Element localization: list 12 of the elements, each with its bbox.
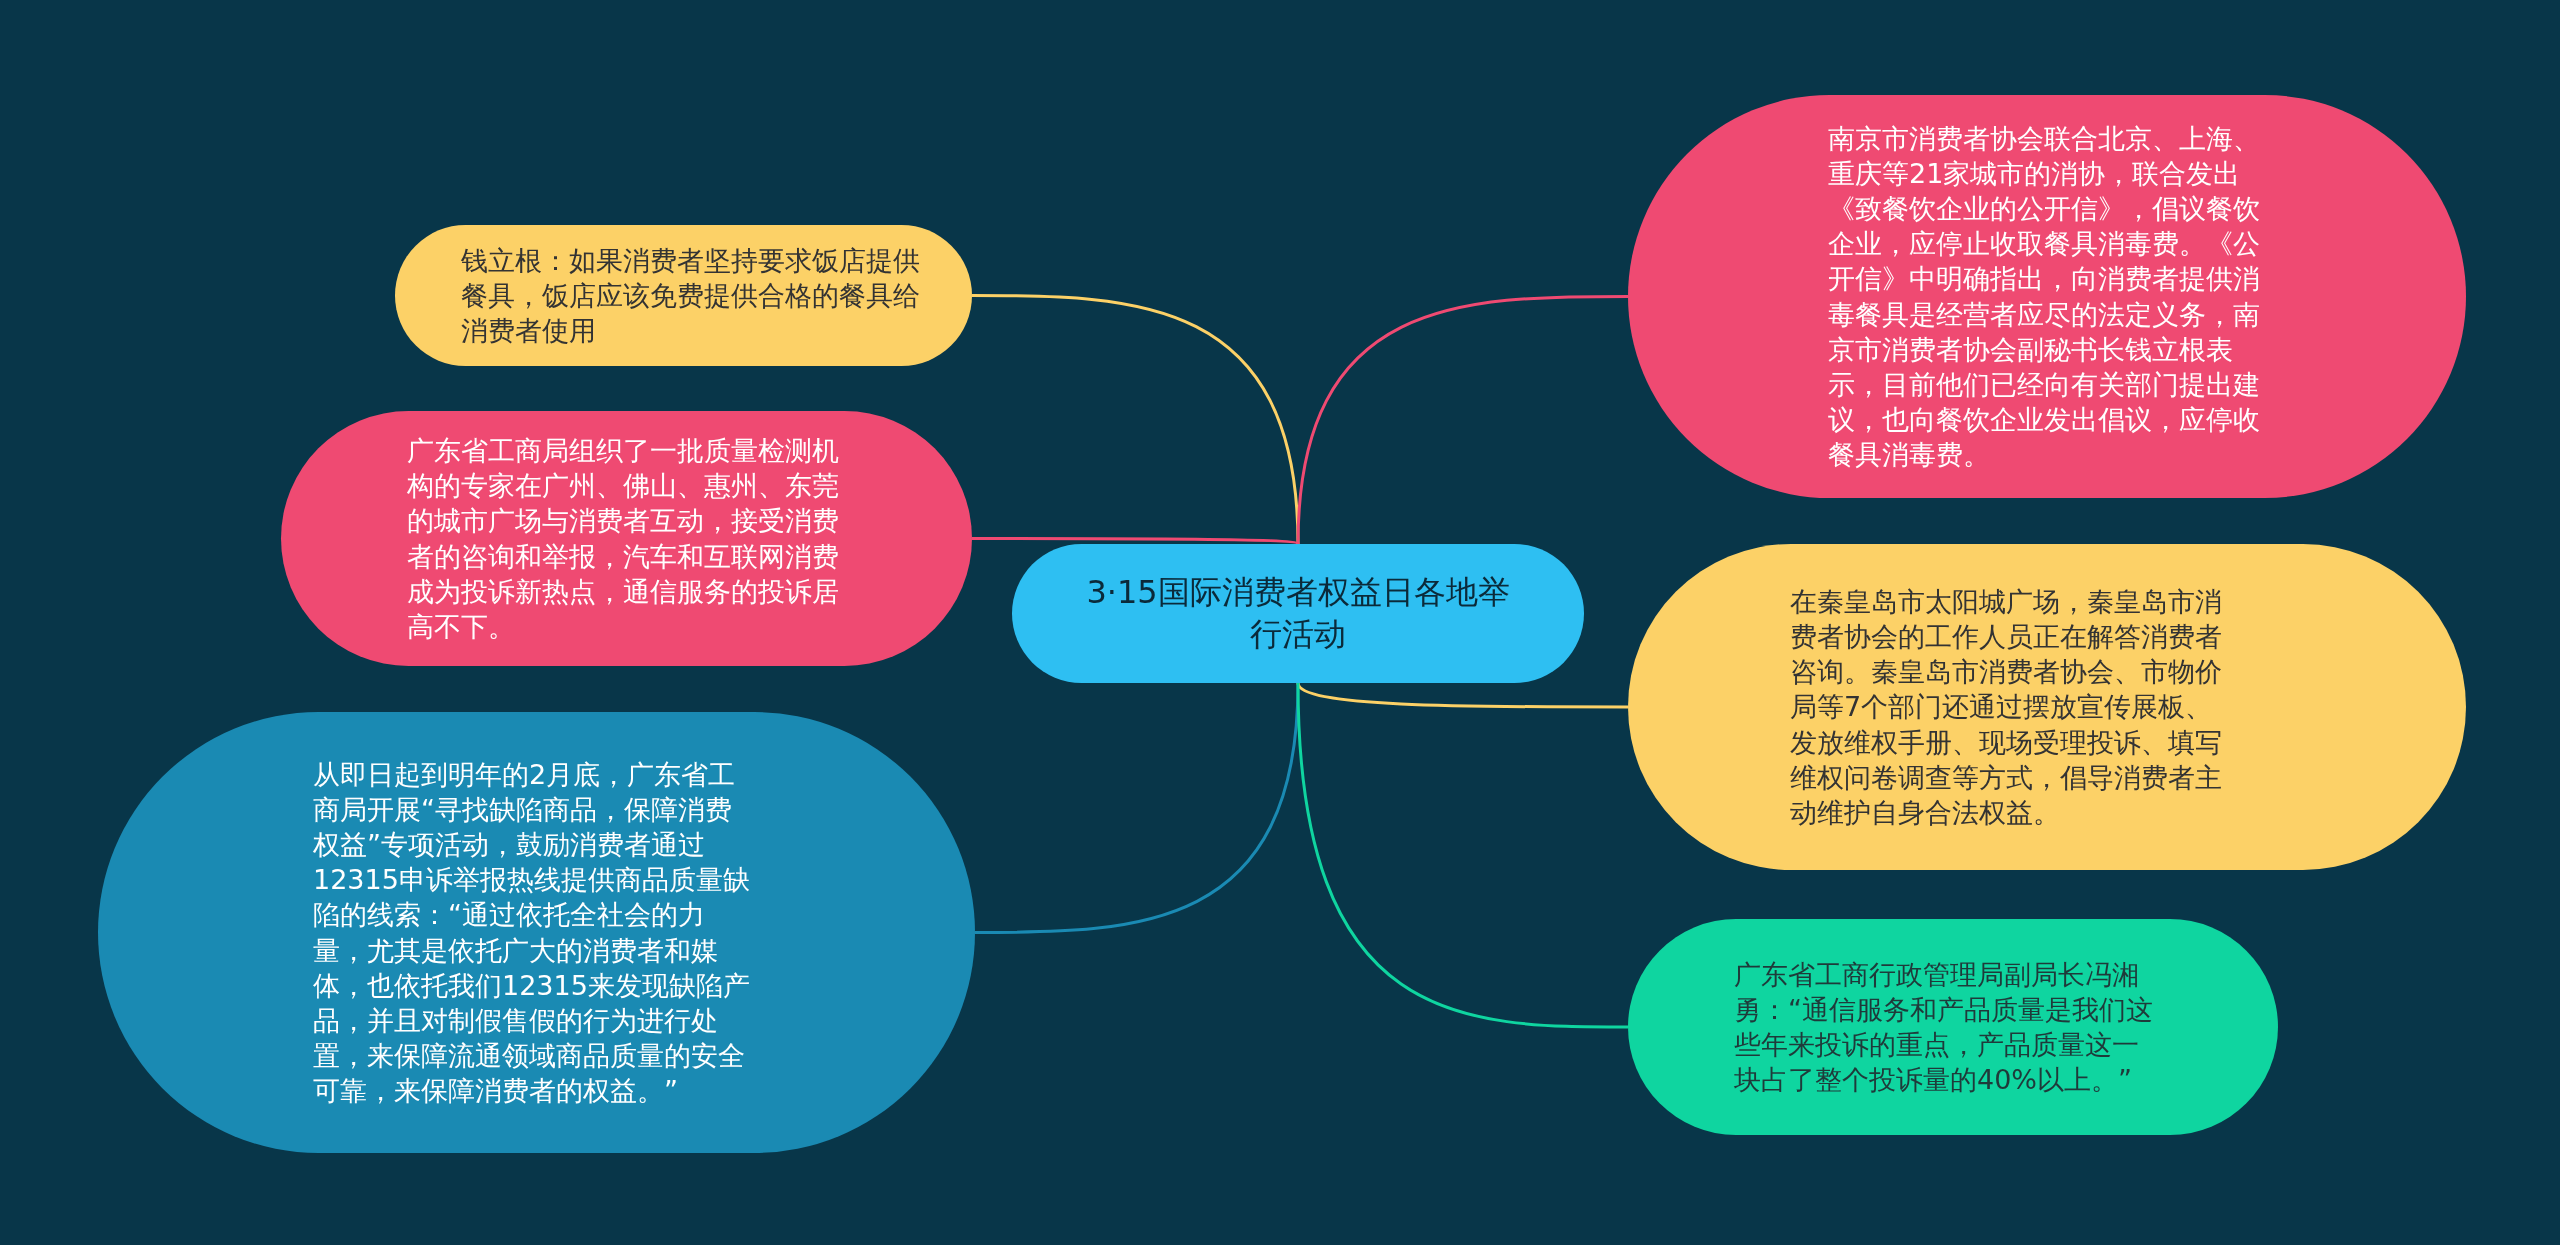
node-text: 在秦皇岛市太阳城广场，秦皇岛市消费者协会的工作人员正在解答消费者咨询。秦皇岛市消费者协会、市物价局等7个部门还通过摆放宣传展板、发放维权手册、现场受理投诉、填写维权问卷调查等方式，倡导消费者主动维护自身合法权益。 [1790,585,2223,830]
connector-line [1296,682,1628,1029]
connector-line [1296,295,1628,545]
connector-line [972,537,1299,546]
node-text: 广东省工商行政管理局副局长冯湘勇：“通信服务和产品质量是我们这些年来投诉的重点，产品质量这一块占了整个投诉量的40%以上。” [1734,957,2154,1098]
node-text: 广东省工商局组织了一批质量检测机构的专家在广州、佛山、惠州、东莞的城市广场与消费者互动，接受消费者的咨询和举报，汽车和互联网消费成为投诉新热点，通信服务的投诉居高不下。 [407,434,840,644]
node-text: 南京市消费者协会联合北京、上海、重庆等21家城市的消协，联合发出《致餐饮企业的公开信》，倡议餐饮企业，应停止收取餐具消毒费。《公开信》中明确指出，向消费者提供消毒餐具是经营者应尽的法定义务，南京市消费者协会副秘书长钱立根表示，目前他们已经向有关部门提出建议，也向餐饮企业发出倡议，应停收餐具消毒费。 [1828,122,2261,472]
node-text: 从即日起到明年的2月底，广东省工商局开展“寻找缺陷商品，保障消费权益”专项活动，鼓励消费者通过12315申诉举报热线提供商品质量缺陷的线索：“通过依托全社会的力量，尤其是依托广大的消费者和媒体，也依托我们12315来发现缺陷产品，并且对制假售假的行为进行处置，来保障流通领域商品质量的安全可靠，来保障消费者的权益。” [313,758,751,1108]
node-text: 钱立根：如果消费者坚持要求饭店提供餐具，饭店应该免费提供合格的餐具给消费者使用 [461,243,921,349]
connector-line [972,294,1300,545]
node-text: 3·15国际消费者权益日各地举行活动 [1085,571,1511,655]
connector-line [975,682,1300,934]
